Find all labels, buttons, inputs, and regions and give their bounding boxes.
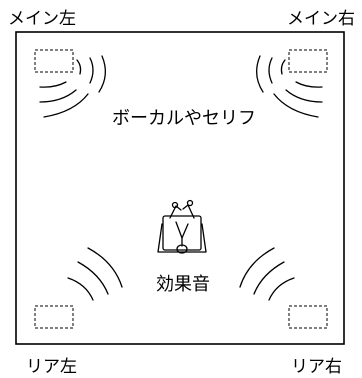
room-outline [15, 31, 345, 345]
listener-icon [157, 199, 207, 254]
rear-right-label: リア右 [291, 357, 342, 377]
sound-wave-main-right-icon [256, 55, 323, 118]
sound-wave-rear-right-icon [239, 247, 295, 301]
speaker-rear-right-icon [288, 305, 328, 329]
sound-wave-main-left-icon [39, 55, 106, 118]
main-left-label: メイン左 [8, 9, 76, 29]
sound-wave-rear-left-icon [67, 247, 123, 301]
vocals-label: ボーカルやセリフ [112, 108, 256, 129]
speaker-rear-left-icon [34, 305, 74, 329]
effects-label: 効果音 [156, 274, 210, 295]
speaker-main-right-icon [288, 49, 328, 73]
rear-left-label: リア左 [26, 357, 77, 377]
main-right-label: メイン右 [287, 9, 355, 29]
speaker-main-left-icon [34, 49, 74, 73]
